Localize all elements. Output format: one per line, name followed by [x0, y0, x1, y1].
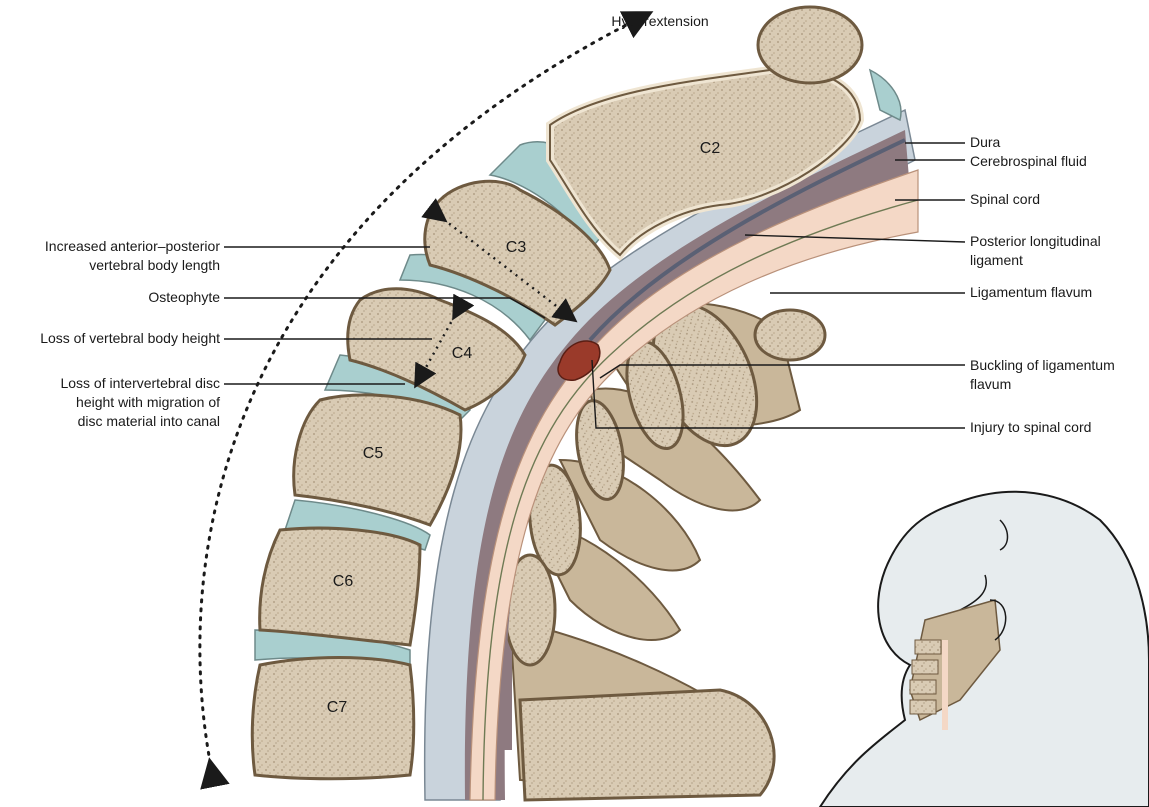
label-dura: Dura	[970, 134, 1001, 150]
label-loss-disc-line1: Loss of intervertebral disc	[60, 375, 220, 391]
label-c6: C6	[333, 573, 354, 590]
label-csf: Cerebrospinal fluid	[970, 153, 1087, 169]
label-c3: C3	[506, 239, 527, 256]
label-loss-disc-line3: disc material into canal	[78, 413, 220, 429]
label-osteophyte: Osteophyte	[148, 289, 220, 305]
label-injury: Injury to spinal cord	[970, 419, 1091, 435]
dens	[758, 7, 862, 83]
title-hyperextension: Hyperextension	[611, 13, 708, 29]
label-c4: C4	[452, 345, 473, 362]
label-ligamentum-flavum: Ligamentum flavum	[970, 284, 1092, 300]
vertebra-c7	[252, 658, 413, 779]
label-increased-length-line2: vertebral body length	[89, 257, 220, 273]
label-c7: C7	[327, 699, 348, 716]
label-loss-body-height: Loss of vertebral body height	[40, 330, 220, 346]
label-pll-line2: ligament	[970, 252, 1023, 268]
label-increased-length-line1: Increased anterior–posterior	[45, 238, 220, 254]
label-spinal-cord: Spinal cord	[970, 191, 1040, 207]
label-buckling-line2: flavum	[970, 376, 1011, 392]
label-c2: C2	[700, 140, 721, 157]
label-buckling-line1: Buckling of ligamentum	[970, 357, 1115, 373]
label-pll-line1: Posterior longitudinal	[970, 233, 1101, 249]
head-inset	[820, 492, 1149, 807]
label-loss-disc-line2: height with migration of	[76, 394, 220, 410]
label-c5: C5	[363, 445, 384, 462]
